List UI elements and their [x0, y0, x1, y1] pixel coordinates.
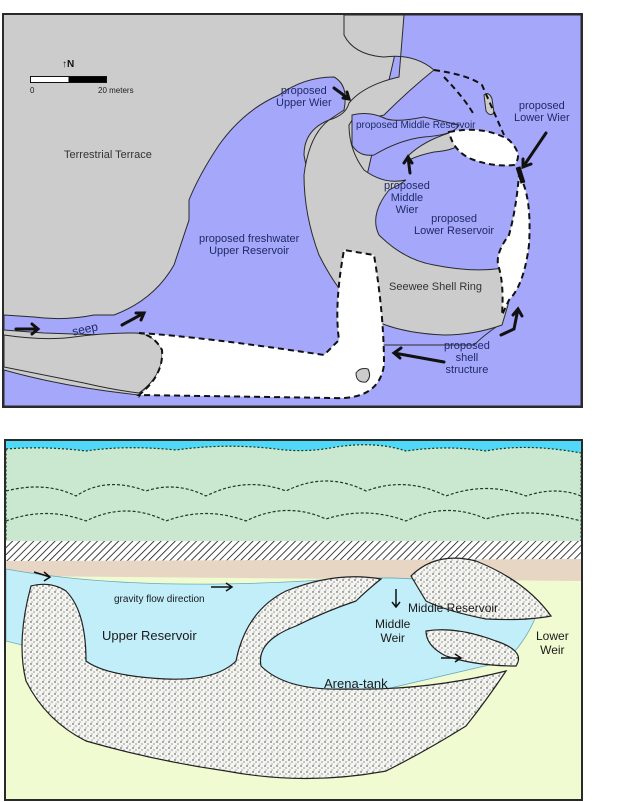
label-line: proposed — [384, 180, 430, 192]
label-line: proposed — [518, 100, 565, 112]
label-line: Weir — [540, 643, 565, 657]
shell-structure-top — [447, 128, 519, 167]
label-line: proposed — [444, 340, 490, 352]
label-line: Wier — [395, 204, 419, 216]
arrow-upper-wier — [332, 86, 352, 101]
arrow-lower-wier — [521, 131, 548, 170]
label-gravity-flow: gravity flow direction — [114, 594, 205, 605]
label-line: Middle — [390, 192, 424, 204]
label-line: Lower Wier — [514, 112, 570, 124]
shell-structure-left — [136, 248, 386, 400]
proposed-wall-dashed — [433, 69, 505, 136]
label-shell-structure: proposed shell structure — [444, 340, 490, 376]
label-lower-wier: proposed Lower Wier — [514, 100, 570, 124]
tree-outlines — [6, 480, 581, 522]
arrow-seep-in — [14, 322, 41, 336]
north-arrow-icon: ↑N — [62, 59, 75, 70]
illustration-drawing — [6, 441, 581, 780]
label-line: proposed — [431, 213, 477, 225]
label-middle-reservoir: proposed Middle Reservoir — [356, 120, 476, 131]
flow-arrows — [14, 86, 548, 364]
label-line: Upper Reservoir — [209, 245, 290, 257]
label-line: Lower Reservoir — [414, 225, 495, 237]
undergrowth — [6, 541, 581, 561]
label-line: Upper Wier — [276, 97, 332, 109]
label-line: proposed freshwater — [199, 233, 300, 245]
reconstruction-illustration-panel: gravity flow direction Upper Reservoir M… — [4, 439, 583, 801]
arrow-gravity-flow — [211, 582, 234, 592]
illus-arrows — [33, 571, 463, 663]
label-middle-wier: proposed Middle Wier — [384, 180, 430, 216]
small-rock — [355, 368, 371, 383]
arrow-arena-tank — [441, 653, 463, 663]
label-line: structure — [445, 364, 489, 376]
label-line: Weir — [380, 631, 405, 645]
shell-ring-mound — [21, 576, 508, 780]
arrow-inflow — [33, 571, 52, 582]
label-terrestrial-terrace: Terrestrial Terrace — [64, 149, 152, 161]
arrow-shell-structure — [391, 346, 446, 364]
shell-structure-right — [496, 172, 531, 316]
tree-canopy — [6, 444, 581, 557]
label-upper-reservoir: proposed freshwater Upper Reservoir — [199, 233, 299, 257]
site-map-panel: ↑N 0 20 meters Terrestrial Terrace propo… — [2, 13, 583, 408]
scale-bar — [30, 76, 107, 83]
label-lower-weir: Lower Weir — [536, 629, 569, 657]
label-upper-reservoir: Upper Reservoir — [102, 628, 197, 643]
scale-start: 0 — [30, 86, 35, 95]
label-arena-tank: Arena-tank — [324, 676, 388, 691]
scale-end: 20 meters — [98, 86, 134, 95]
lower-wier-bar — [515, 166, 526, 184]
arrow-shell-ring — [499, 306, 524, 337]
arrow-middle-weir — [391, 589, 401, 609]
label-upper-wier: proposed Upper Wier — [276, 85, 332, 109]
north-label: N — [67, 59, 75, 70]
middle-reservoir-mound — [410, 557, 553, 667]
label-shell-ring: Seewee Shell Ring — [389, 281, 482, 293]
label-lower-reservoir: proposed Lower Reservoir — [414, 213, 494, 237]
label-middle-weir: Middle Weir — [375, 617, 410, 645]
map-drawing — [4, 15, 581, 406]
label-line: proposed — [280, 85, 327, 97]
label-middle-reservoir: Middle Reservoir — [408, 601, 499, 615]
label-line: Lower — [536, 629, 569, 643]
label-line: shell — [455, 352, 479, 364]
arrow-seep-out — [120, 311, 147, 327]
arrow-middle-wier — [402, 154, 414, 175]
label-line: Middle — [375, 617, 411, 631]
